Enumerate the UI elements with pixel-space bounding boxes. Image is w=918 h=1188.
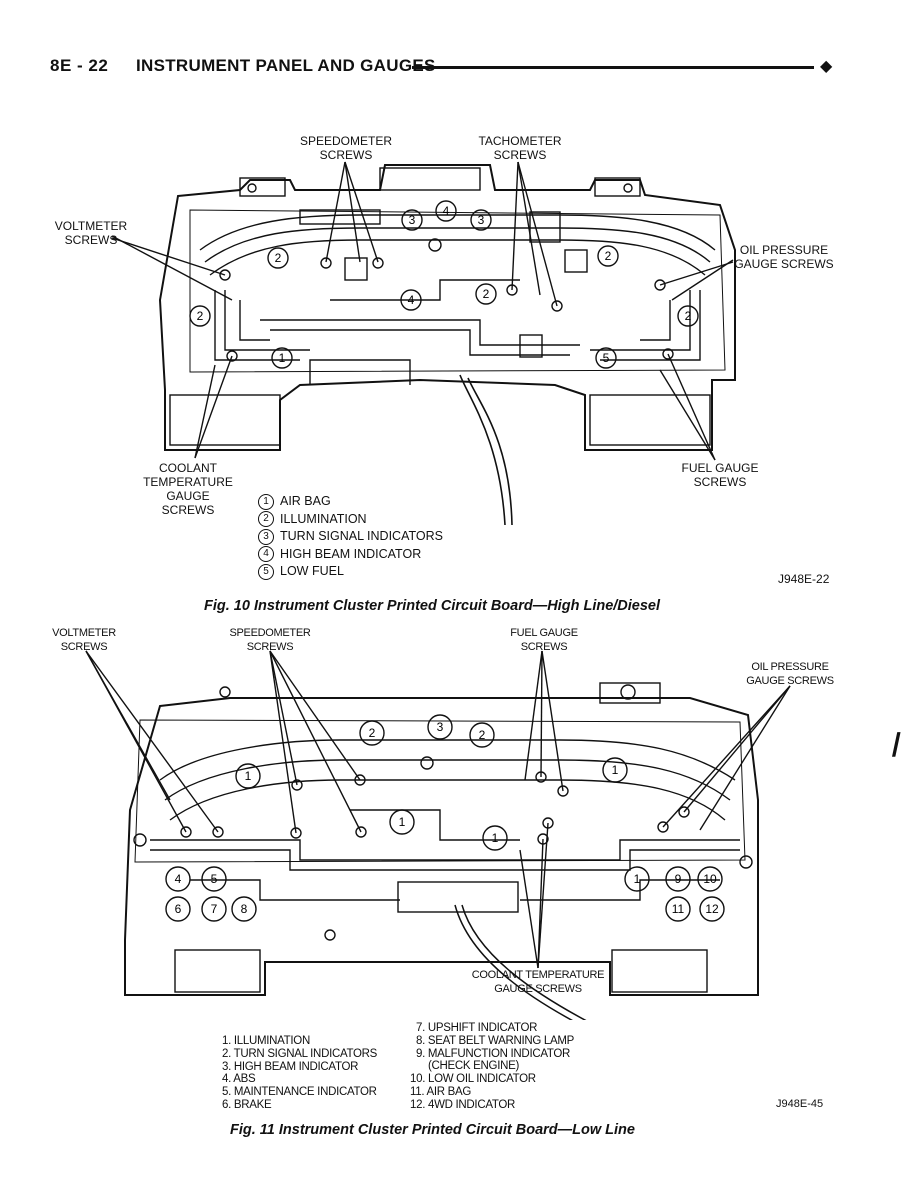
svg-text:10: 10: [703, 872, 717, 886]
legend-item: (CHECK ENGINE): [428, 1060, 520, 1073]
fig10-speedometer-label: SPEEDOMETER SCREWS: [299, 134, 392, 162]
legend-item: 7. UPSHIFT INDICATOR: [416, 1022, 538, 1034]
svg-text:3: 3: [437, 720, 444, 734]
fig10-tachometer-label: TACHOMETER SCREWS: [478, 134, 562, 162]
page-header: 8E - 22 INSTRUMENT PANEL AND GAUGES ◆: [50, 54, 840, 80]
fig10-oil-pressure-label: OIL PRESSURE GAUGE SCREWS: [734, 243, 834, 271]
svg-text:2: 2: [605, 249, 612, 263]
svg-text:3: 3: [478, 213, 485, 227]
svg-text:2: 2: [275, 251, 282, 265]
svg-text:2: 2: [197, 309, 204, 323]
svg-text:1: 1: [245, 769, 252, 783]
svg-text:1: 1: [612, 763, 619, 777]
legend-item: 5. MAINTENANCE INDICATOR: [222, 1086, 377, 1099]
fig11-legend-left: 1. ILLUMINATION 2. TURN SIGNAL INDICATOR…: [222, 1035, 377, 1112]
svg-text:3: 3: [409, 213, 416, 227]
svg-text:1: 1: [492, 831, 499, 845]
svg-text:12: 12: [705, 902, 719, 916]
fig10-voltmeter-label: VOLTMETER SCREWS: [54, 219, 128, 247]
svg-text:8: 8: [241, 902, 248, 916]
legend-item: 4. ABS: [222, 1073, 256, 1086]
fig11-legend-right: 7. UPSHIFT INDICATOR 8. SEAT BELT WARNIN…: [410, 1022, 574, 1112]
svg-text:5: 5: [603, 351, 610, 365]
legend-item: 10. LOW OIL INDICATOR: [410, 1073, 536, 1086]
svg-text:4: 4: [408, 293, 415, 307]
legend-item: 1. ILLUMINATION: [222, 1035, 310, 1047]
svg-text:2: 2: [479, 728, 486, 742]
legend-item: 8. SEAT BELT WARNING LAMP: [416, 1034, 575, 1047]
legend-item: 9. MALFUNCTION INDICATOR: [416, 1047, 571, 1060]
svg-text:2: 2: [483, 287, 490, 301]
fig10-circuit-board-drawing: 2 2 3 4 3 4 2 2 2 1 5: [111, 161, 736, 526]
legend-item: 12. 4WD INDICATOR: [410, 1098, 516, 1111]
svg-text:5: 5: [211, 872, 218, 886]
fig11-caption: Fig. 11 Instrument Cluster Printed Circu…: [230, 1122, 635, 1138]
fig11-fuel-gauge-label: FUEL GAUGE SCREWS: [510, 627, 578, 653]
svg-text:6: 6: [175, 902, 182, 916]
legend-item: 2. TURN SIGNAL INDICATORS: [222, 1047, 378, 1060]
fig11-code: J948E-45: [776, 1098, 824, 1110]
fig11-voltmeter-label: VOLTMETER SCREWS: [52, 627, 116, 653]
svg-text:2: 2: [369, 726, 376, 740]
fig11-coolant-label: COOLANT TEMPERATURE GAUGE SCREWS: [471, 969, 605, 995]
fig11-speedometer-label: SPEEDOMETER SCREWS: [229, 627, 311, 653]
svg-text:7: 7: [211, 902, 218, 916]
header-rule: [412, 66, 814, 69]
section-title: INSTRUMENT PANEL AND GAUGES: [136, 56, 436, 75]
svg-text:1: 1: [634, 872, 641, 886]
legend-item: 11. AIR BAG: [410, 1085, 472, 1098]
svg-text:11: 11: [672, 902, 685, 916]
svg-text:1: 1: [399, 815, 406, 829]
fig10-caption: Fig. 10 Instrument Cluster Printed Circu…: [204, 598, 661, 614]
fig10-code: J948E-22: [778, 572, 830, 586]
svg-text:2: 2: [685, 309, 692, 323]
legend-item: 3. HIGH BEAM INDICATOR: [222, 1060, 359, 1073]
legend-item: 6. BRAKE: [222, 1098, 272, 1111]
header-diamond-icon: ◆: [820, 58, 833, 75]
fig10-fuel-gauge-label: FUEL GAUGE SCREWS: [681, 461, 759, 489]
svg-text:1: 1: [279, 351, 286, 365]
page-number: 8E - 22: [50, 56, 109, 75]
svg-text:9: 9: [675, 872, 682, 886]
fig10-coolant-label: COOLANT TEMPERATURE GAUGE SCREWS: [143, 461, 233, 517]
fig11-oil-pressure-label: OIL PRESSURE GAUGE SCREWS: [746, 661, 834, 687]
svg-text:4: 4: [175, 872, 182, 886]
svg-text:4: 4: [443, 204, 450, 218]
